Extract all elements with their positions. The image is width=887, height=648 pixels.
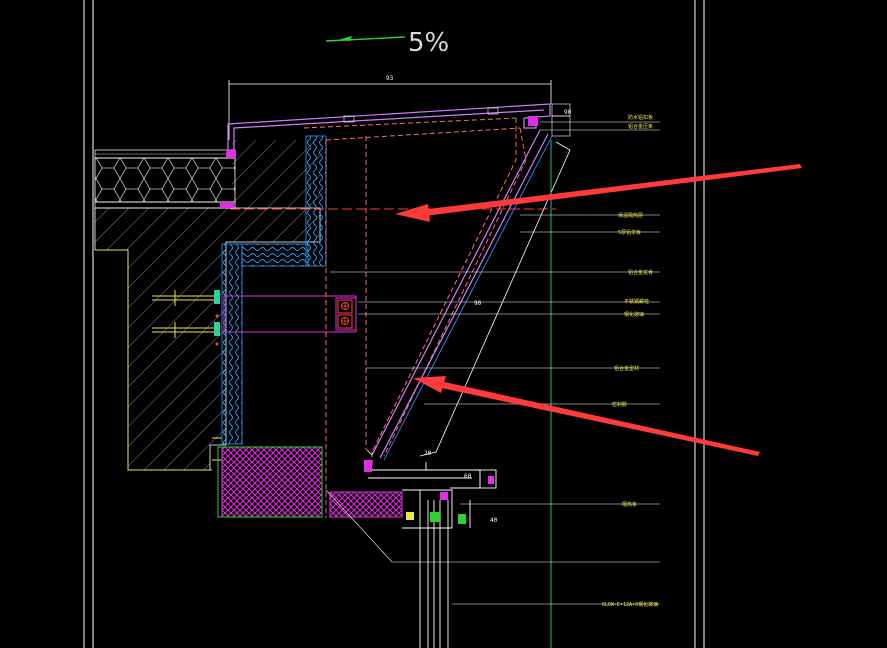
annotation-2: 铝合金压条: [628, 123, 653, 130]
annotation-10: 隔热条: [622, 501, 637, 508]
annotation-9: 密封胶: [612, 401, 627, 408]
sloped-panel: [366, 129, 571, 461]
wall-insulation: [221, 135, 327, 445]
slope-label: 5%: [408, 28, 449, 58]
annotation-1: 防水铝扣板: [628, 114, 653, 121]
annotation-6: 不锈钢螺栓: [624, 298, 649, 305]
diagonal-dimension: 90: [474, 300, 482, 307]
annotation-8: 铝合金型材: [614, 365, 639, 372]
hidden-frame: [303, 117, 527, 518]
top-dimension-value: 93: [386, 75, 394, 82]
top-cladding-fixings: [226, 103, 571, 158]
dim-20: 20: [424, 450, 432, 457]
drawing-frame: [83, 0, 705, 648]
bolt-symbols: [337, 299, 353, 329]
dim-90: 90: [564, 109, 572, 116]
concrete-wall: [94, 140, 321, 471]
anchor-bolts: [152, 290, 222, 461]
slope-indicator: 5%: [325, 28, 449, 58]
annotation-7: 钢化玻璃: [624, 311, 644, 318]
bottom-frame: [364, 462, 497, 648]
leader-lines: [325, 121, 660, 605]
annotations: 防水铝扣板 铝合金压条 保温隔热层 5厚铝单板 铝合金龙骨 不锈钢螺栓 钢化玻璃…: [602, 114, 658, 608]
annotation-4: 5厚铝单板: [618, 229, 641, 236]
annotation-11: 6LOW-E+12A+6钢化玻璃: [602, 601, 658, 608]
embedded-plate: [223, 295, 357, 333]
dim-60: 60: [464, 473, 472, 480]
anchor-plates: [214, 290, 220, 346]
annotation-3: 保温隔热层: [618, 212, 643, 219]
top-dimension: [228, 80, 552, 140]
dim-40: 40: [490, 517, 498, 524]
roof-insulation: [94, 149, 236, 209]
annotation-5: 铝合金龙骨: [628, 269, 653, 276]
callout-arrows: [395, 164, 802, 456]
rock-wool-block: [217, 446, 403, 518]
bottom-fixings: [364, 460, 494, 524]
